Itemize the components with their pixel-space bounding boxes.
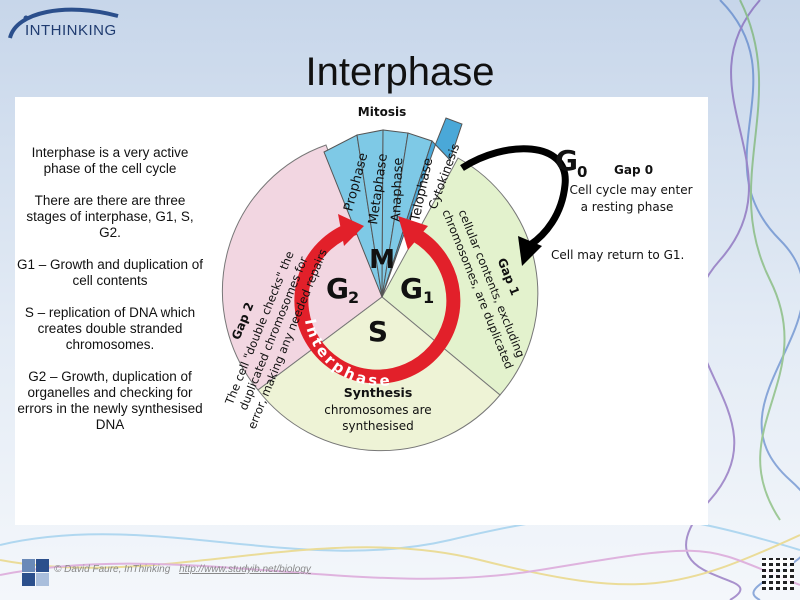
- qr-code-icon: [762, 558, 794, 590]
- g2-letter: G: [326, 272, 349, 305]
- synthesis-line2: synthesised: [342, 419, 414, 433]
- g1-sector: [381, 157, 539, 396]
- return-to-g1-text: Cell may return to G1.: [551, 248, 684, 262]
- inthinking-logo: [8, 7, 119, 39]
- cytokinesis-wedge: [381, 117, 463, 298]
- g0-subscript: 0: [577, 163, 587, 181]
- interphase-ring-arrow: [294, 221, 461, 384]
- s-label: S: [368, 315, 388, 348]
- footer-square: [22, 573, 35, 586]
- ring-arrowhead-left: [338, 214, 364, 246]
- paragraph-three-stages: There are there are three stages of inte…: [26, 193, 194, 240]
- g1-subscript: 1: [423, 288, 434, 307]
- logo-text: INTHINKING: [25, 22, 117, 39]
- g0-label: G 0: [555, 144, 587, 181]
- footer-url-link[interactable]: http://www.studyib.net/biology: [179, 564, 311, 575]
- g0-arrowhead: [518, 236, 542, 266]
- paragraph-g1: G1 – Growth and duplication of cell cont…: [16, 257, 204, 288]
- mitosis-label: Mitosis: [358, 105, 406, 119]
- g1-letter: G: [400, 272, 423, 305]
- ring-arrowhead-right: [398, 216, 428, 250]
- gap0-line2: a resting phase: [581, 200, 674, 214]
- g1-label: G 1: [400, 272, 434, 307]
- slide-title: Interphase: [305, 50, 495, 94]
- gap0-title: Gap 0: [614, 163, 653, 177]
- g2-label: G 2: [326, 272, 359, 307]
- footer-square: [22, 559, 35, 572]
- gap0-line1: Cell cycle may enter: [569, 183, 692, 197]
- g0-curved-arrow: [460, 145, 569, 248]
- explanation-text: Interphase is a very active phase of the…: [15, 145, 205, 449]
- footer-square: [36, 559, 49, 572]
- paragraph-interphase-intro: Interphase is a very active phase of the…: [31, 145, 189, 176]
- phase-anaphase: Anaphase: [389, 157, 406, 222]
- paragraph-s: S – replication of DNA which creates dou…: [24, 305, 196, 352]
- m-label: M: [369, 245, 395, 275]
- synthesis-line1: chromosomes are: [324, 403, 431, 417]
- g2-subscript: 2: [348, 288, 359, 307]
- paragraph-g2: G2 – Growth, duplication of organelles a…: [17, 369, 203, 432]
- footer-credit: © David Faure, InThinking http://www.stu…: [54, 564, 311, 575]
- g0-letter: G: [555, 144, 578, 177]
- footer-square: [36, 573, 49, 586]
- synthesis-title: Synthesis: [344, 385, 413, 400]
- footer-credit-text: © David Faure, InThinking: [54, 564, 171, 575]
